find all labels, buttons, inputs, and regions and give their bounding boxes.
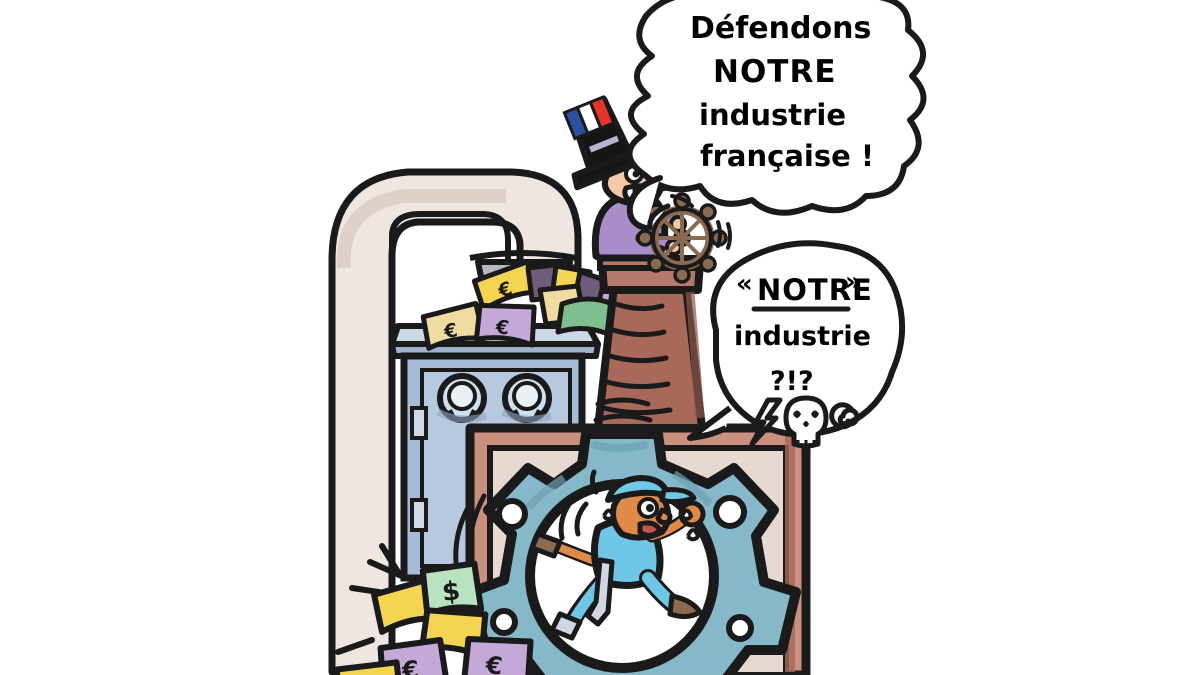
boss-line-4: française ! xyxy=(700,139,874,173)
spiral-icon xyxy=(829,402,860,430)
top-hat-industrialist xyxy=(562,94,732,284)
quote-close: » xyxy=(845,267,862,297)
banknotes-top: € € € xyxy=(420,259,639,351)
boss-line-3: industrie xyxy=(699,98,846,132)
boss-speech-bubble: Défendons NOTRE industrie française ! xyxy=(626,0,927,231)
pipe-structure xyxy=(328,168,582,675)
worker-speech-bubble: « NOTRE » industrie ?!? xyxy=(687,240,906,449)
grawlix-row xyxy=(749,395,860,449)
svg-text:€: € xyxy=(483,651,504,675)
lightning-bolt-icon xyxy=(749,397,783,447)
boss-line-1: Défendons xyxy=(690,11,871,46)
svg-text:€: € xyxy=(441,319,459,343)
boss-line-2: NOTRE xyxy=(713,54,837,90)
banknotes-bottom: $ € € xyxy=(333,543,534,675)
svg-text:€: € xyxy=(494,316,510,339)
svg-text:€: € xyxy=(400,656,420,675)
french-flag-band xyxy=(562,94,616,141)
svg-text:$: $ xyxy=(441,576,462,608)
worker-line-2: industrie xyxy=(734,321,871,352)
svg-text:€: € xyxy=(495,278,515,303)
worker-line-3: ?!? xyxy=(770,366,814,397)
worker-line-1: NOTRE xyxy=(757,273,873,307)
skull-icon xyxy=(783,395,829,449)
factory-worker xyxy=(529,469,706,641)
quote-open: « xyxy=(736,269,753,299)
